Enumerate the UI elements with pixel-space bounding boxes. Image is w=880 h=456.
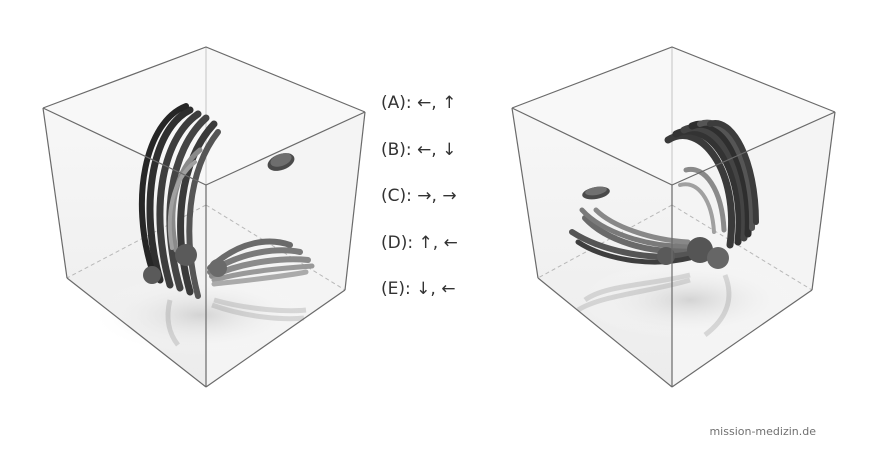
watermark: mission-medizin.de xyxy=(709,425,816,438)
left-reflection xyxy=(165,297,307,347)
left-structure xyxy=(138,103,315,299)
option-d[interactable]: (D): ↑, ← xyxy=(381,232,458,253)
option-a[interactable]: (A): ←, ↑ xyxy=(381,93,457,113)
left-cube xyxy=(42,46,366,388)
right-cube-hidden-edge xyxy=(671,204,813,291)
answer-options: (A): ←, ↑ (B): ←, ↓ (C): →, → (D): ↑, ← … xyxy=(381,92,458,325)
left-cube-floor-shadow xyxy=(90,275,310,355)
left-cube-hidden-edge xyxy=(66,204,207,279)
right-structure xyxy=(569,119,759,269)
right-cube-floor-shadow xyxy=(580,260,800,340)
right-cube-top-face xyxy=(512,47,835,185)
left-disk-rim xyxy=(270,153,292,167)
right-cube-edges xyxy=(511,46,836,388)
right-cube xyxy=(511,46,836,388)
right-cube-hidden-edge xyxy=(537,204,673,279)
left-cube-edges xyxy=(42,46,366,388)
left-cube-hidden-edge xyxy=(205,204,346,291)
right-reflection xyxy=(576,272,732,337)
option-b[interactable]: (B): ←, ↓ xyxy=(381,139,457,160)
right-disk-rim xyxy=(585,186,607,196)
option-c[interactable]: (C): →, → xyxy=(381,186,457,206)
option-e[interactable]: (E): ↓, ← xyxy=(381,279,456,299)
